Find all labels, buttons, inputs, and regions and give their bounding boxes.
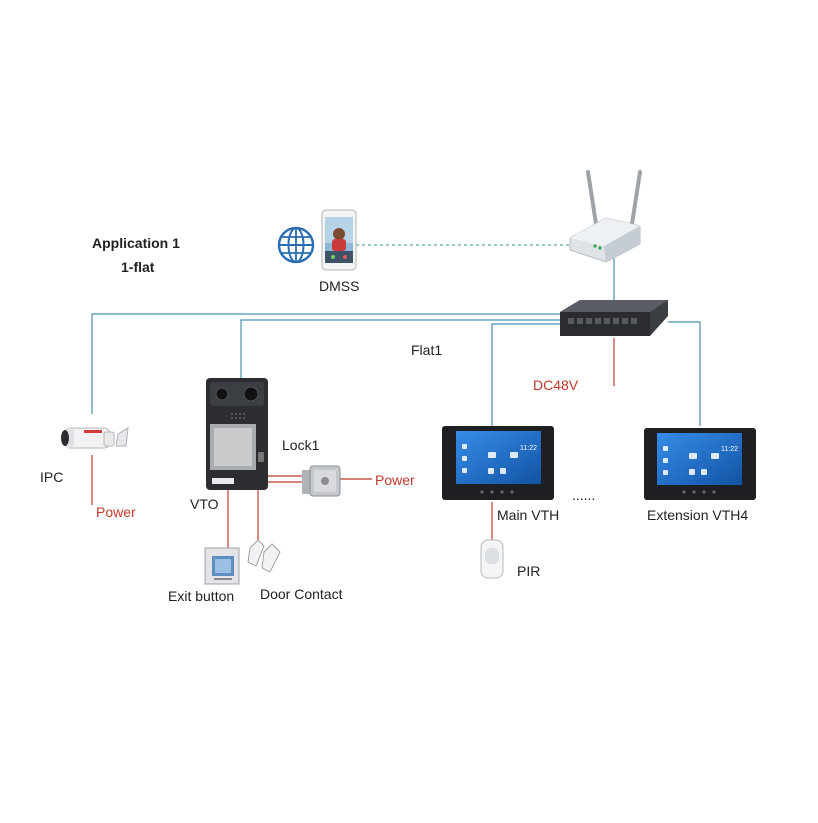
diagram-title-line1: Application 1 [92, 235, 180, 251]
ipc-cable [91, 313, 560, 414]
network-cables [91, 244, 701, 426]
vto-label: VTO [190, 496, 219, 512]
door-contact-label: Door Contact [260, 586, 343, 602]
flat-label: Flat1 [411, 342, 443, 358]
door-contact-icon [247, 539, 281, 573]
electric-lock-icon [302, 465, 341, 497]
pir-label: PIR [517, 563, 541, 579]
main-vth-label: Main VTH [497, 507, 560, 523]
extension-vth-clock: 11:22 [721, 446, 738, 453]
extension-vth-cable [668, 321, 701, 426]
pir-sensor-icon [480, 539, 504, 579]
ipc-label: IPC [40, 469, 64, 485]
lock-power-label: Power [375, 472, 415, 488]
exit-button-icon [204, 547, 240, 585]
extension-vth-label: Extension VTH4 [647, 507, 749, 523]
router-icon [569, 170, 642, 263]
exit-button-label: Exit button [168, 588, 235, 604]
lock-label: Lock1 [282, 437, 320, 453]
dmss-label: DMSS [319, 278, 360, 294]
smartphone-icon [321, 209, 357, 271]
ipc-power-label: Power [96, 504, 136, 520]
vto-cable [240, 319, 560, 378]
power-cables [91, 338, 615, 548]
bullet-camera-icon [61, 427, 129, 449]
ellipsis-label: ...... [572, 487, 596, 503]
indoor-monitor-icon: 11:22 [442, 426, 554, 500]
door-station-icon [206, 378, 268, 490]
main-vth-cable [491, 323, 560, 426]
indoor-monitor-icon: 11:22 [644, 428, 756, 500]
poe-switch-icon [560, 300, 668, 336]
main-vth-clock: 11:22 [520, 445, 537, 452]
diagram-title-line2: 1-flat [121, 259, 155, 275]
globe-icon [277, 226, 315, 264]
dc48v-label: DC48V [533, 377, 579, 393]
